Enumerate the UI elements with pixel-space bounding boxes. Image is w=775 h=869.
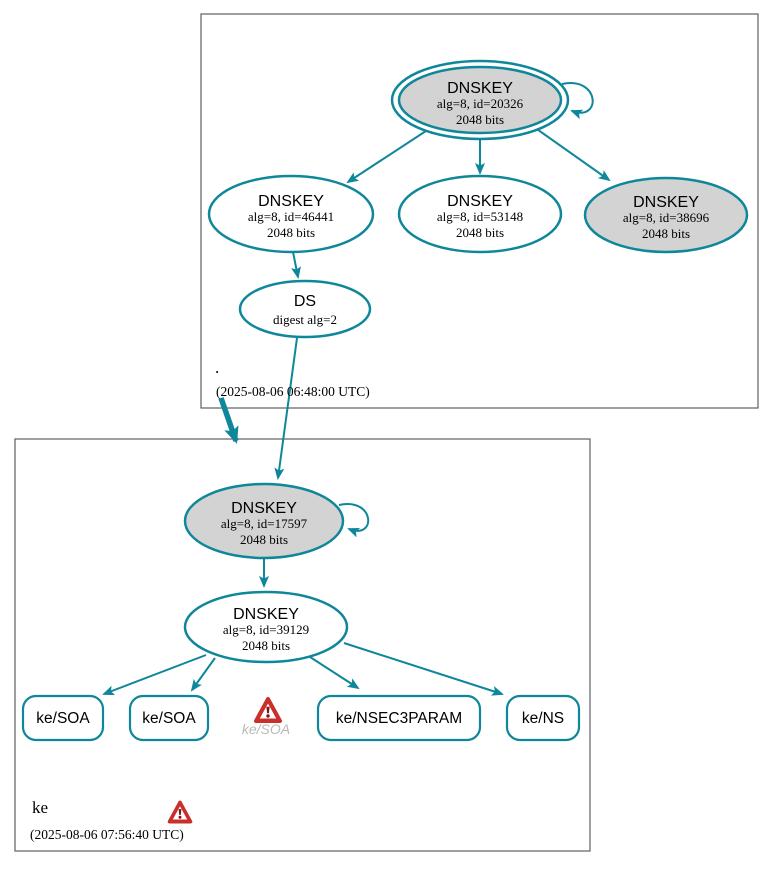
node-bits-label: 2048 bits (242, 638, 290, 653)
rrset-ke-ns[interactable]: ke/NS (505, 694, 581, 742)
edge-root-ksk-to-dnskey-38696 (533, 126, 611, 182)
node-ke-dnskey-39129[interactable]: DNSKEY alg=8, id=39129 2048 bits (183, 590, 349, 664)
node-type-label: DNSKEY (447, 80, 513, 97)
node-bits-label: 2048 bits (267, 225, 315, 240)
node-type-label: DNSKEY (231, 500, 297, 517)
node-root-ds[interactable]: DS digest alg=2 (238, 279, 372, 339)
edge-dnskey-46441-to-ds (291, 251, 301, 279)
node-detail-label: digest alg=2 (273, 312, 337, 327)
node-root-dnskey-38696[interactable]: DNSKEY alg=8, id=38696 2048 bits (583, 176, 749, 254)
node-detail-label: alg=8, id=46441 (248, 209, 334, 224)
rrset-ke-soa-2[interactable]: ke/SOA (128, 694, 210, 742)
node-type-label: DNSKEY (633, 194, 699, 211)
zone-timestamp-ke: (2025-08-06 07:56:40 UTC) (30, 827, 184, 842)
node-bits-label: 2048 bits (642, 226, 690, 241)
rrset-label: ke/NSEC3PARAM (336, 710, 462, 727)
rrset-label-ghost: ke/SOA (242, 721, 290, 737)
node-type-label: DNSKEY (233, 606, 299, 623)
edge-ke-zsk-to-ns (343, 642, 504, 696)
node-type-label: DNSKEY (258, 193, 324, 210)
node-bits-label: 2048 bits (240, 532, 288, 547)
node-detail-label: alg=8, id=38696 (623, 210, 710, 225)
node-detail-label: alg=8, id=53148 (437, 209, 523, 224)
rrset-ke-soa-1[interactable]: ke/SOA (21, 694, 105, 742)
node-root-dnskey-53148[interactable]: DNSKEY alg=8, id=53148 2048 bits (397, 174, 563, 254)
rrset-label: ke/NS (522, 710, 564, 727)
node-ke-ksk-17597[interactable]: DNSKEY alg=8, id=17597 2048 bits (183, 482, 345, 560)
node-detail-label: alg=8, id=20326 (437, 96, 524, 111)
edge-root-ksk-to-dnskey-46441 (346, 128, 430, 184)
rrset-label: ke/SOA (36, 710, 90, 727)
edge-ke-zsk-to-soa2 (190, 657, 216, 692)
node-bits-label: 2048 bits (456, 225, 504, 240)
edge-root-ksk-self-loop (561, 82, 594, 120)
edge-ke-ksk-self-loop (338, 503, 370, 538)
zone-label-root: . (215, 358, 219, 377)
edge-ke-zsk-to-soa1 (102, 654, 207, 696)
zone-timestamp-root: (2025-08-06 06:48:00 UTC) (216, 384, 370, 399)
node-type-label: DS (294, 293, 316, 310)
node-detail-label: alg=8, id=39129 (223, 622, 309, 637)
edge-zone-delegation (218, 397, 239, 444)
node-detail-label: alg=8, id=17597 (221, 516, 308, 531)
node-bits-label: 2048 bits (456, 112, 504, 127)
node-type-label: DNSKEY (447, 193, 513, 210)
zone-label-ke: ke (32, 798, 48, 817)
rrset-label: ke/SOA (142, 710, 196, 727)
rrset-ke-nsec3param[interactable]: ke/NSEC3PARAM (316, 694, 482, 742)
node-root-ksk-20326[interactable]: DNSKEY alg=8, id=20326 2048 bits (390, 59, 570, 141)
edge-ds-to-ke-ksk (274, 337, 298, 480)
edge-ke-zsk-to-nsec3param (309, 656, 360, 690)
node-root-dnskey-46441[interactable]: DNSKEY alg=8, id=46441 2048 bits (207, 174, 375, 254)
rrset-ke-soa-warning[interactable]: ke/SOA (242, 697, 290, 737)
